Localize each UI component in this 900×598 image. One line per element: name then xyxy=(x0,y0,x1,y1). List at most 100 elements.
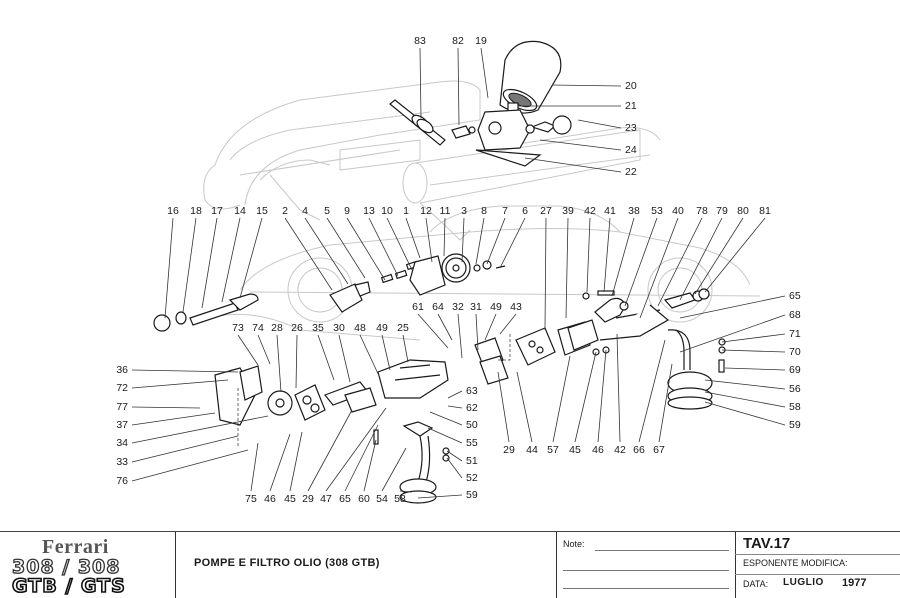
callout-leader-line xyxy=(552,355,571,443)
callout-part-44: 44 xyxy=(526,444,538,456)
parts-diagram: 8382192021232422161817141524591310112113… xyxy=(116,35,801,505)
callout-part-50: 50 xyxy=(466,419,478,431)
callout-part-79: 79 xyxy=(716,205,728,217)
callout-leader-line xyxy=(381,447,407,492)
callout-part-5: 5 xyxy=(324,205,330,217)
callout-leader-line xyxy=(250,442,259,492)
callout-leader-line xyxy=(475,217,485,265)
callout-part-38: 38 xyxy=(628,205,640,217)
callout-leader-line xyxy=(131,379,229,389)
callout-part-22: 22 xyxy=(625,166,637,178)
callout-part-18: 18 xyxy=(190,205,202,217)
callout-leader-line xyxy=(704,379,786,390)
callout-part-76: 76 xyxy=(116,475,128,487)
callout-part-27: 27 xyxy=(540,205,552,217)
date-label: DATA: xyxy=(743,579,769,589)
pressure-relief-parts xyxy=(153,293,259,332)
callout-part-6: 6 xyxy=(522,205,528,217)
callout-part-57: 57 xyxy=(547,444,559,456)
callout-part-80: 80 xyxy=(737,205,749,217)
oil-filter-assembly xyxy=(389,40,572,167)
callout-leader-line xyxy=(346,217,386,281)
callout-part-17: 17 xyxy=(211,205,223,217)
callout-leader-line xyxy=(237,334,259,366)
logo-block: Ferrari 308 / 308 GTB / GTS xyxy=(0,532,176,598)
callout-part-20: 20 xyxy=(625,80,637,92)
callout-part-66: 66 xyxy=(633,444,645,456)
callout-part-69: 69 xyxy=(789,364,801,376)
oil-pipe-right-assembly xyxy=(582,288,726,410)
callout-part-23: 23 xyxy=(625,122,637,134)
callout-leader-line xyxy=(417,494,463,499)
callout-leader-line xyxy=(484,313,497,341)
callout-part-3: 3 xyxy=(461,205,467,217)
notes-line xyxy=(563,588,729,589)
date-year: 1977 xyxy=(842,577,867,589)
callout-leader-line xyxy=(284,217,333,291)
callout-part-61: 61 xyxy=(412,301,424,313)
callout-leader-line xyxy=(405,217,421,259)
callout-part-16: 16 xyxy=(167,205,179,217)
callout-part-54: 54 xyxy=(376,493,388,505)
callout-part-46: 46 xyxy=(264,493,276,505)
callout-leader-line xyxy=(597,349,607,443)
callout-leader-line xyxy=(325,407,387,492)
callout-part-30: 30 xyxy=(333,322,345,334)
model-number-logo: 308 / 308 xyxy=(11,555,121,578)
callout-leader-line xyxy=(419,47,422,119)
callout-leader-line xyxy=(164,217,174,319)
callout-part-58: 58 xyxy=(394,493,406,505)
callout-part-75: 75 xyxy=(245,493,257,505)
callout-part-29: 29 xyxy=(302,493,314,505)
callout-leader-line xyxy=(447,405,463,409)
callout-part-60: 60 xyxy=(358,493,370,505)
title-block: Ferrari 308 / 308 GTB / GTS POMPE E FILT… xyxy=(0,531,900,598)
callout-leader-line xyxy=(131,449,249,482)
callout-leader-line xyxy=(446,450,463,462)
callout-part-53: 53 xyxy=(651,205,663,217)
ferrari-logo: Ferrari xyxy=(42,536,109,558)
callout-leader-line xyxy=(447,390,463,399)
callout-leader-line xyxy=(307,409,353,492)
callout-leader-line xyxy=(624,217,658,307)
callout-part-70: 70 xyxy=(789,346,801,358)
callout-part-64: 64 xyxy=(432,301,444,313)
callout-part-15: 15 xyxy=(256,205,268,217)
callout-part-26: 26 xyxy=(291,322,303,334)
title-cell: POMPE E FILTRO OLIO (308 GTB) xyxy=(176,532,556,598)
callout-leader-line xyxy=(721,333,786,343)
callout-leader-line xyxy=(475,313,479,351)
callout-leader-line xyxy=(679,314,786,353)
callout-part-55: 55 xyxy=(466,437,478,449)
callout-leader-line xyxy=(359,334,381,379)
callout-part-2: 2 xyxy=(282,205,288,217)
callout-part-7: 7 xyxy=(502,205,508,217)
callout-part-41: 41 xyxy=(604,205,616,217)
callout-leader-line xyxy=(239,217,263,299)
callout-leader-line xyxy=(516,371,533,443)
callout-part-9: 9 xyxy=(344,205,350,217)
model-variant-logo: GTB / GTS xyxy=(11,574,126,598)
callout-part-73: 73 xyxy=(232,322,244,334)
callout-part-33: 33 xyxy=(116,456,128,468)
table-number-row: TAV.17 xyxy=(735,532,900,555)
callout-leader-line xyxy=(639,217,679,319)
callout-part-46: 46 xyxy=(592,444,604,456)
callout-part-21: 21 xyxy=(625,100,637,112)
callout-leader-line xyxy=(704,217,766,293)
callout-part-24: 24 xyxy=(625,144,637,156)
callout-part-39: 39 xyxy=(562,205,574,217)
rear-oil-pump xyxy=(214,359,450,504)
callout-leader-line xyxy=(437,313,453,341)
callout-leader-line xyxy=(427,427,463,444)
callout-leader-line xyxy=(544,217,547,331)
callout-leader-line xyxy=(131,369,239,373)
callout-part-42: 42 xyxy=(614,444,626,456)
callout-part-62: 62 xyxy=(466,402,478,414)
callout-leader-line xyxy=(679,295,786,319)
callout-leader-line xyxy=(425,217,433,263)
callout-part-19: 19 xyxy=(475,35,487,47)
callout-leader-line xyxy=(429,411,463,426)
callout-leader-line xyxy=(679,217,723,301)
callout-leader-line xyxy=(131,415,269,444)
